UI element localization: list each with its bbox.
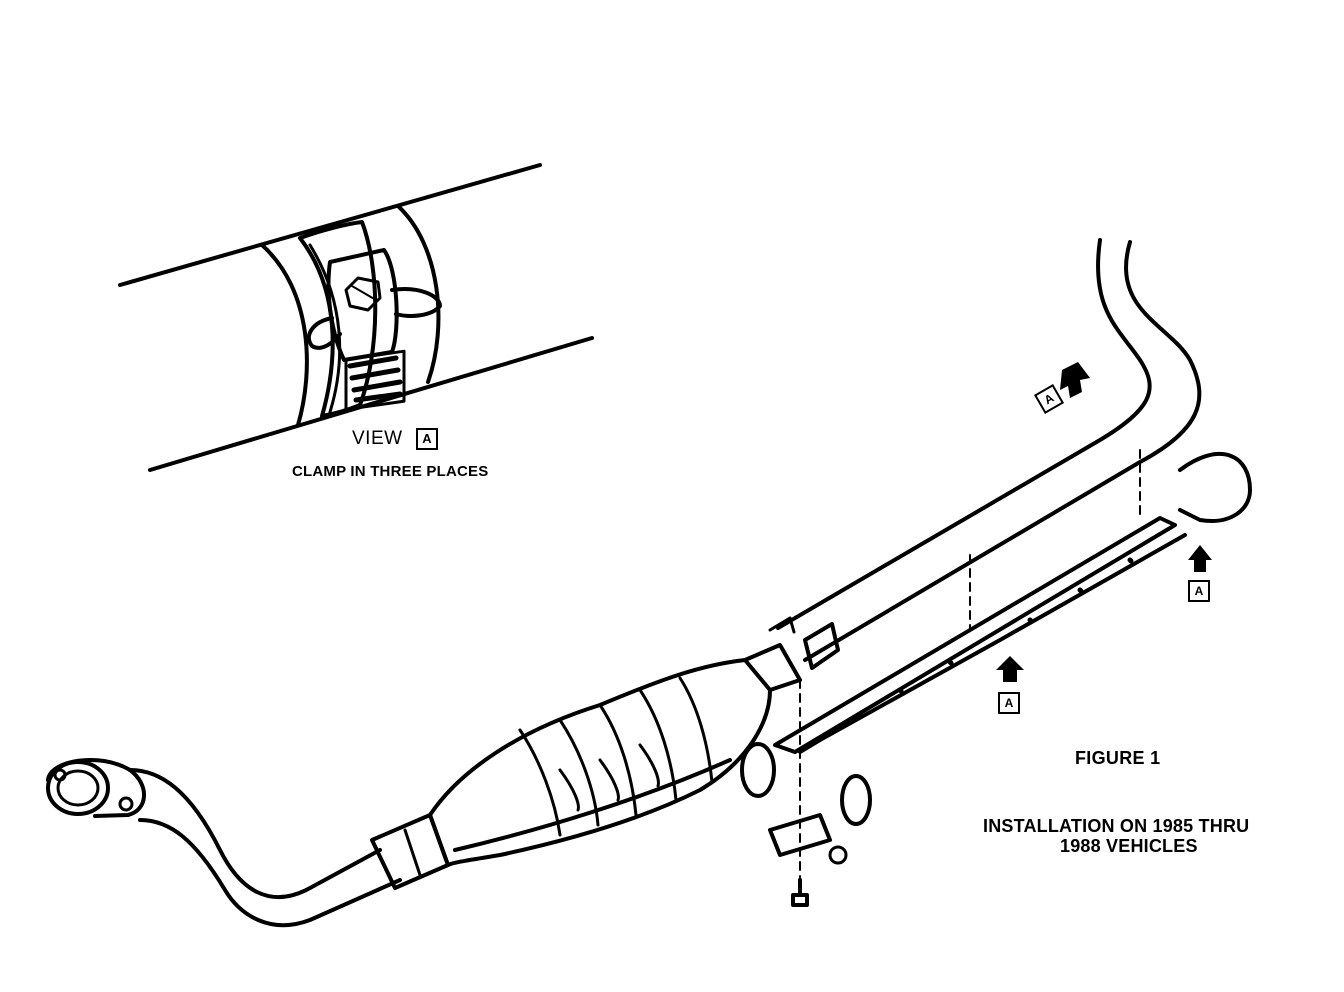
callout-arrow-right [1188,545,1212,572]
catalytic-converter [428,658,772,867]
front-pipe [128,768,402,928]
alignment-lines [799,449,1141,881]
clamp-nut-block [326,248,399,362]
rubber-insulator-right [840,774,872,826]
heat-shield-holes [847,557,1134,724]
callout-arrow-middle [996,656,1024,682]
clamp-band [298,220,378,418]
pipe-hanger-tab [803,622,840,670]
clamp-detail-view [118,163,594,472]
view-label: VIEW [352,428,403,449]
sleeve-right-edge [396,204,441,384]
converter-ribs [518,676,714,837]
bolt-line [351,285,377,301]
exhaust-assembly [46,238,1252,928]
converter-flange-seam [453,758,732,852]
callout-letter-middle: A [998,692,1020,714]
callout-letter-right: A [1188,580,1210,602]
converter-inlet-neck [370,813,450,890]
figure-title: FIGURE 1 [1075,748,1161,768]
installation-note-line1: INSTALLATION ON 1985 THRU [983,816,1250,836]
hex-bolt-head [344,276,382,312]
installation-note-line2: 1988 VEHICLES [1060,836,1198,856]
pipe-top-edge [118,163,542,287]
pipe-bottom-edge [148,336,594,472]
converter-outlet-neck [743,643,802,692]
hanger-bracket [740,742,872,907]
callout-arrow-upper [1060,362,1090,398]
clamp-ear-right [390,287,442,318]
heat-shield [773,451,1252,754]
view-letter-box: A [416,428,438,450]
band-threads [347,355,403,403]
converter-grooves [558,743,660,812]
band-thread-frame [344,349,406,411]
clamp-band-inner [308,243,342,414]
sleeve-left-edge [260,243,309,427]
rubber-insulator-left [740,742,776,798]
mounting-bolt [791,878,809,907]
clamp-caption: CLAMP IN THREE PLACES [292,463,489,480]
intermediate-pipe [776,238,1202,662]
clamp-ear-left [306,316,342,350]
